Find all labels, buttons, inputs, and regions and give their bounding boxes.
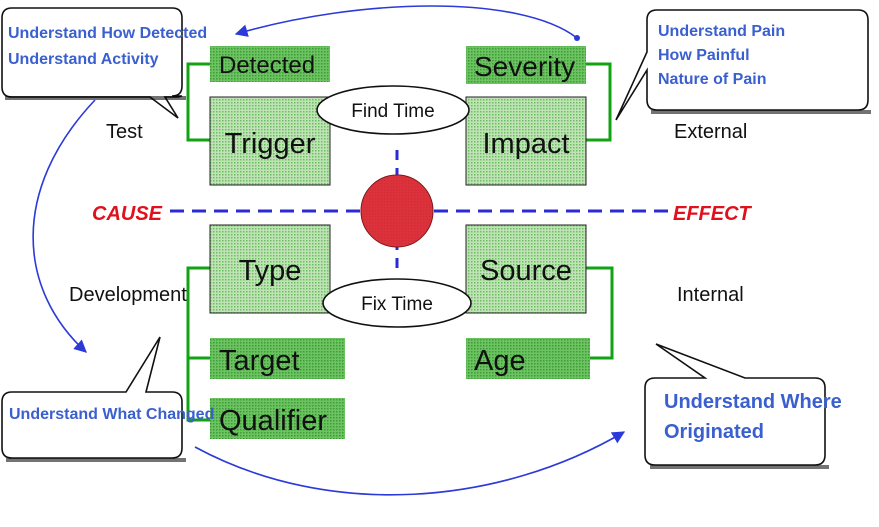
detected-box: Detected [210,46,330,82]
svg-text:Age: Age [474,345,526,377]
svg-text:Fix Time: Fix Time [361,294,433,315]
bracket-right-top [585,62,612,142]
age-box: Age [466,338,590,379]
svg-text:Understand How Detected: Understand How Detected [8,25,207,42]
arrow-changed-to-originated [194,431,626,496]
bracket-right-bottom [585,266,614,360]
callout-top-left: Understand How Detected Understand Activ… [1,7,207,119]
internal-label: Internal [677,284,744,306]
svg-text:Find Time: Find Time [351,101,434,122]
find-time-oval: Find Time [316,85,470,135]
severity-box: Severity [466,46,586,84]
svg-text:Understand Where: Understand Where [664,391,842,413]
source-box: Source [465,224,587,314]
svg-text:Trigger: Trigger [225,128,316,160]
arrow-test-to-development [32,99,96,353]
impact-box: Impact [465,96,587,186]
effect-label: EFFECT [673,203,753,225]
type-box: Type [209,224,331,314]
svg-text:Severity: Severity [474,51,575,82]
svg-text:Target: Target [219,345,300,377]
svg-text:Source: Source [480,255,572,287]
qualifier-box: Qualifier [210,398,345,439]
arrow-severity-to-detected [234,5,578,39]
svg-text:Type: Type [239,255,302,287]
svg-text:Originated: Originated [664,421,764,443]
fix-time-oval: Fix Time [322,278,472,328]
svg-text:Nature of Pain: Nature of Pain [658,71,766,88]
target-box: Target [210,338,345,379]
callout-bottom-left: Understand What Changed [1,336,214,462]
svg-text:Understand Pain: Understand Pain [658,23,785,40]
svg-text:Impact: Impact [482,128,569,160]
svg-text:Understand Activity: Understand Activity [8,51,159,68]
svg-text:How Painful: How Painful [658,47,750,64]
test-label: Test [106,121,143,143]
development-label: Development [69,284,187,306]
external-label: External [674,121,747,143]
svg-text:Detected: Detected [219,52,315,79]
callout-bottom-right: Understand Where Originated [644,343,842,469]
svg-text:Qualifier: Qualifier [219,405,327,437]
bracket-left-bottom [186,266,210,422]
cause-label: CAUSE [92,203,163,225]
bracket-left-top [186,62,210,142]
svg-text:Understand What Changed: Understand What Changed [9,406,214,423]
trigger-box: Trigger [209,96,331,186]
callout-top-right: Understand Pain How Painful Nature of Pa… [615,9,871,121]
